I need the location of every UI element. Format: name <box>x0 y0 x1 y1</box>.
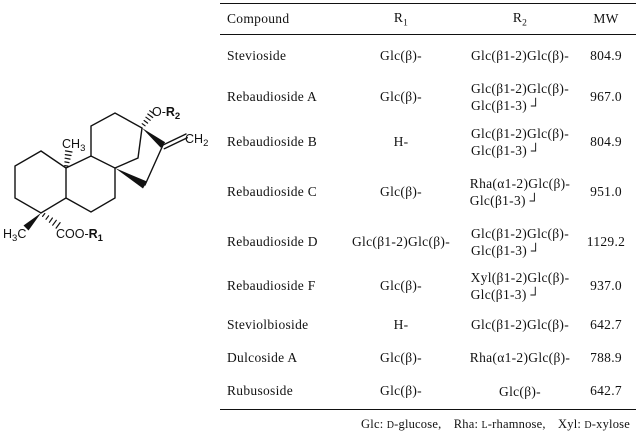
ring-a-bonds <box>14 150 67 214</box>
table-row: Dulcoside A Glc(β)- Rha(α1-2)Glc(β)- 788… <box>220 342 636 373</box>
r2-cell: Glc(β1-2)Glc(β)-Glc(β1-3) ┘ <box>471 126 569 158</box>
r1-cell: Glc(β)- <box>380 278 422 293</box>
compound-cell: Rebaudioside B <box>227 134 318 149</box>
table-row: Rebaudioside A Glc(β)- Glc(β1-2)Glc(β)-G… <box>220 76 636 118</box>
table-row: Rebaudioside F Glc(β)- Xyl(β1-2)Glc(β)-G… <box>220 265 636 307</box>
mw-cell: 804.9 <box>590 47 622 63</box>
r1-cell: Glc(β)- <box>380 349 422 365</box>
wedge-c8-c15 <box>115 168 147 189</box>
r2-cell: Glc(β1-2)Glc(β)-Glc(β1-3) ┘ <box>471 225 569 258</box>
r1-cell: Glc(β1-2)Glc(β)- <box>352 233 450 249</box>
methyl-c4-label: H3C <box>3 227 26 244</box>
ring-b-bonds <box>65 155 116 213</box>
table-row: Rubusoside Glc(β)- Glc(β)- 642.7 <box>220 373 636 409</box>
compound-cell: Dulcoside A <box>227 349 298 365</box>
mw-cell: 788.9 <box>590 349 622 365</box>
table-row: Rebaudioside C Glc(β)- Rha(α1-2)Glc(β)-G… <box>220 166 636 218</box>
mw-cell: 804.9 <box>590 134 622 149</box>
header-r2: R2 <box>512 9 528 29</box>
hash-bond-c10-ch3 <box>64 150 73 167</box>
table-row: Stevioside Glc(β)- Glc(β1-2)Glc(β)- 804.… <box>220 35 636 76</box>
compound-cell: Rebaudioside C <box>227 184 318 199</box>
r2-cell: Rha(α1-2)Glc(β)- <box>469 350 571 365</box>
r1-cell: H- <box>393 134 409 149</box>
table-row: Steviolbioside H- Glc(β1-2)Glc(β)- 642.7 <box>220 307 636 342</box>
r2-cell: Glc(β1-2)Glc(β)- <box>471 48 569 63</box>
r1-cell: H- <box>393 316 409 332</box>
or2-label: O-R2 <box>152 105 180 122</box>
footnote-item-rha: Rha: L-rhamnose, <box>453 417 546 431</box>
wedge-c4-methyl <box>23 213 41 231</box>
mw-cell: 951.0 <box>590 184 622 199</box>
r1-cell: Glc(β)- <box>380 383 422 398</box>
glycosides-table: Compound R1 R2 MW Stevioside Glc(β)- Glc… <box>220 3 636 432</box>
mw-cell: 967.0 <box>590 89 622 104</box>
coor1-label: COO-R1 <box>56 227 104 244</box>
table-header-row: Compound R1 R2 MW <box>220 4 636 35</box>
methylene-label: CH2 <box>185 132 208 149</box>
r2-cell: Glc(β)- <box>499 383 541 399</box>
hash-bond-c4-coor1 <box>42 212 61 229</box>
mw-cell: 642.7 <box>590 316 622 332</box>
exocyclic-double-bond <box>162 133 188 150</box>
header-compound: Compound <box>227 11 290 26</box>
mw-cell: 937.0 <box>590 278 622 293</box>
r1-cell: Glc(β)- <box>380 89 422 104</box>
compound-cell: Steviolbioside <box>227 316 309 332</box>
hash-bond-c13-or2 <box>141 110 156 127</box>
ring-d-bond <box>144 144 164 186</box>
r2-cell: Glc(β1-2)Glc(β)- <box>471 317 569 332</box>
r1-cell: Glc(β)- <box>380 184 422 199</box>
wedge-c13-c16 <box>142 128 166 148</box>
mw-cell: 1129.2 <box>586 233 626 249</box>
compound-cell: Rubusoside <box>227 383 294 398</box>
compound-cell: Stevioside <box>227 47 287 63</box>
compound-cell: Rebaudioside F <box>227 278 316 293</box>
footnote-item-glc: Glc: D-glucose, <box>361 417 442 431</box>
compound-cell: Rebaudioside D <box>227 233 318 249</box>
table-row: Rebaudioside D Glc(β1-2)Glc(β)- Glc(β1-2… <box>220 218 636 265</box>
r2-cell: Xyl(β1-2)Glc(β)-Glc(β1-3) ┘ <box>470 270 570 302</box>
mw-cell: 642.7 <box>590 383 622 398</box>
compound-cell: Rebaudioside A <box>227 89 318 104</box>
r2-cell: Glc(β1-2)Glc(β)-Glc(β1-3) ┘ <box>471 81 569 113</box>
table-row: Rebaudioside B H- Glc(β1-2)Glc(β)-Glc(β1… <box>220 118 636 166</box>
r1-cell: Glc(β)- <box>380 47 422 63</box>
r2-cell: Rha(α1-2)Glc(β)-Glc(β1-3) ┘ <box>469 176 571 208</box>
header-mw: MW <box>593 11 619 26</box>
table-body: Stevioside Glc(β)- Glc(β1-2)Glc(β)- 804.… <box>220 35 636 410</box>
steviol-structure-figure: CH3 O-R2 CH2 H3C COO-R1 <box>3 105 208 244</box>
sugar-abbreviation-footnote: Glc: D-glucose, Rha: L-rhamnose, Xyl: D-… <box>220 410 636 432</box>
header-r1: R1 <box>393 9 409 29</box>
methyl-c10-label: CH3 <box>62 137 85 154</box>
ring-c-bonds <box>90 112 143 169</box>
footnote-item-xyl: Xyl: D-xylose <box>558 417 630 431</box>
